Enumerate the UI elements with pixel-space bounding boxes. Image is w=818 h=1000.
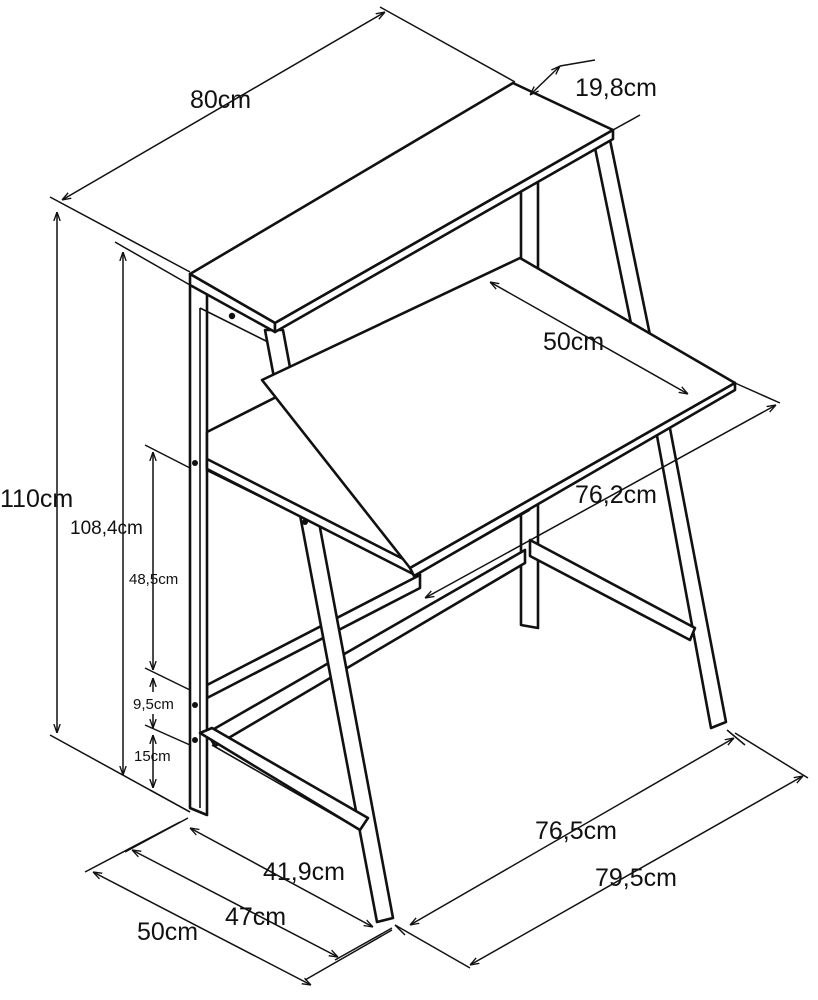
label-50cm-side: 50cm bbox=[137, 918, 198, 946]
ext-line bbox=[734, 732, 809, 779]
dim-80cm-top bbox=[62, 12, 385, 200]
ext-line bbox=[612, 114, 641, 131]
label-47cm: 47cm bbox=[225, 903, 286, 931]
label-50cm-desk: 50cm bbox=[543, 328, 604, 356]
screw-hole bbox=[302, 519, 308, 525]
dimension-lines bbox=[49, 6, 809, 985]
screw-hole bbox=[192, 702, 198, 708]
rear-stretcher bbox=[528, 538, 697, 642]
screw-hole bbox=[228, 312, 236, 320]
dim-76-2cm bbox=[425, 405, 776, 598]
label-80cm: 80cm bbox=[190, 86, 251, 114]
screw-hole bbox=[192, 737, 198, 743]
ext-line bbox=[144, 724, 191, 746]
dim-79-5cm bbox=[470, 776, 803, 965]
ext-line bbox=[379, 6, 516, 83]
ext-line bbox=[84, 821, 181, 873]
dim-19-8cm bbox=[530, 66, 560, 95]
ext-line bbox=[394, 924, 471, 969]
dim-50cm-desk bbox=[490, 282, 688, 394]
label-110cm: 110cm bbox=[0, 485, 73, 513]
ext-line bbox=[144, 444, 191, 469]
ext-line bbox=[144, 667, 191, 691]
ext-line bbox=[114, 241, 191, 286]
left-base-rail-edge bbox=[211, 744, 361, 831]
label-9-5cm: 9,5cm bbox=[133, 696, 174, 713]
label-15cm: 15cm bbox=[134, 748, 171, 765]
label-76-5cm: 76,5cm bbox=[535, 817, 617, 845]
dimension-labels: 80cm 19,8cm 110cm 108,4cm 48,5cm 9,5cm 1… bbox=[0, 74, 677, 946]
ext-line bbox=[304, 929, 393, 981]
left-base-rail bbox=[198, 726, 370, 832]
top-shelf-side bbox=[273, 128, 615, 334]
label-108-4cm: 108,4cm bbox=[70, 518, 143, 539]
ext-line bbox=[734, 382, 781, 404]
dim-50cm-side bbox=[93, 872, 311, 985]
label-76-2cm: 76,2cm bbox=[575, 481, 657, 509]
label-48-5cm: 48,5cm bbox=[129, 571, 178, 588]
screw-hole bbox=[192, 460, 198, 466]
ext-line bbox=[726, 729, 746, 746]
ext-line bbox=[49, 196, 191, 273]
right-lower-leg bbox=[653, 416, 728, 730]
label-41-9cm: 41,9cm bbox=[263, 858, 345, 886]
label-19-8cm: 19,8cm bbox=[575, 74, 657, 102]
ext-line bbox=[559, 59, 596, 67]
ext-line bbox=[149, 789, 191, 813]
label-79-5cm: 79,5cm bbox=[595, 864, 677, 892]
ext-line bbox=[334, 927, 393, 961]
base-rail bbox=[205, 548, 527, 748]
left-frame-top-inner bbox=[199, 307, 269, 343]
